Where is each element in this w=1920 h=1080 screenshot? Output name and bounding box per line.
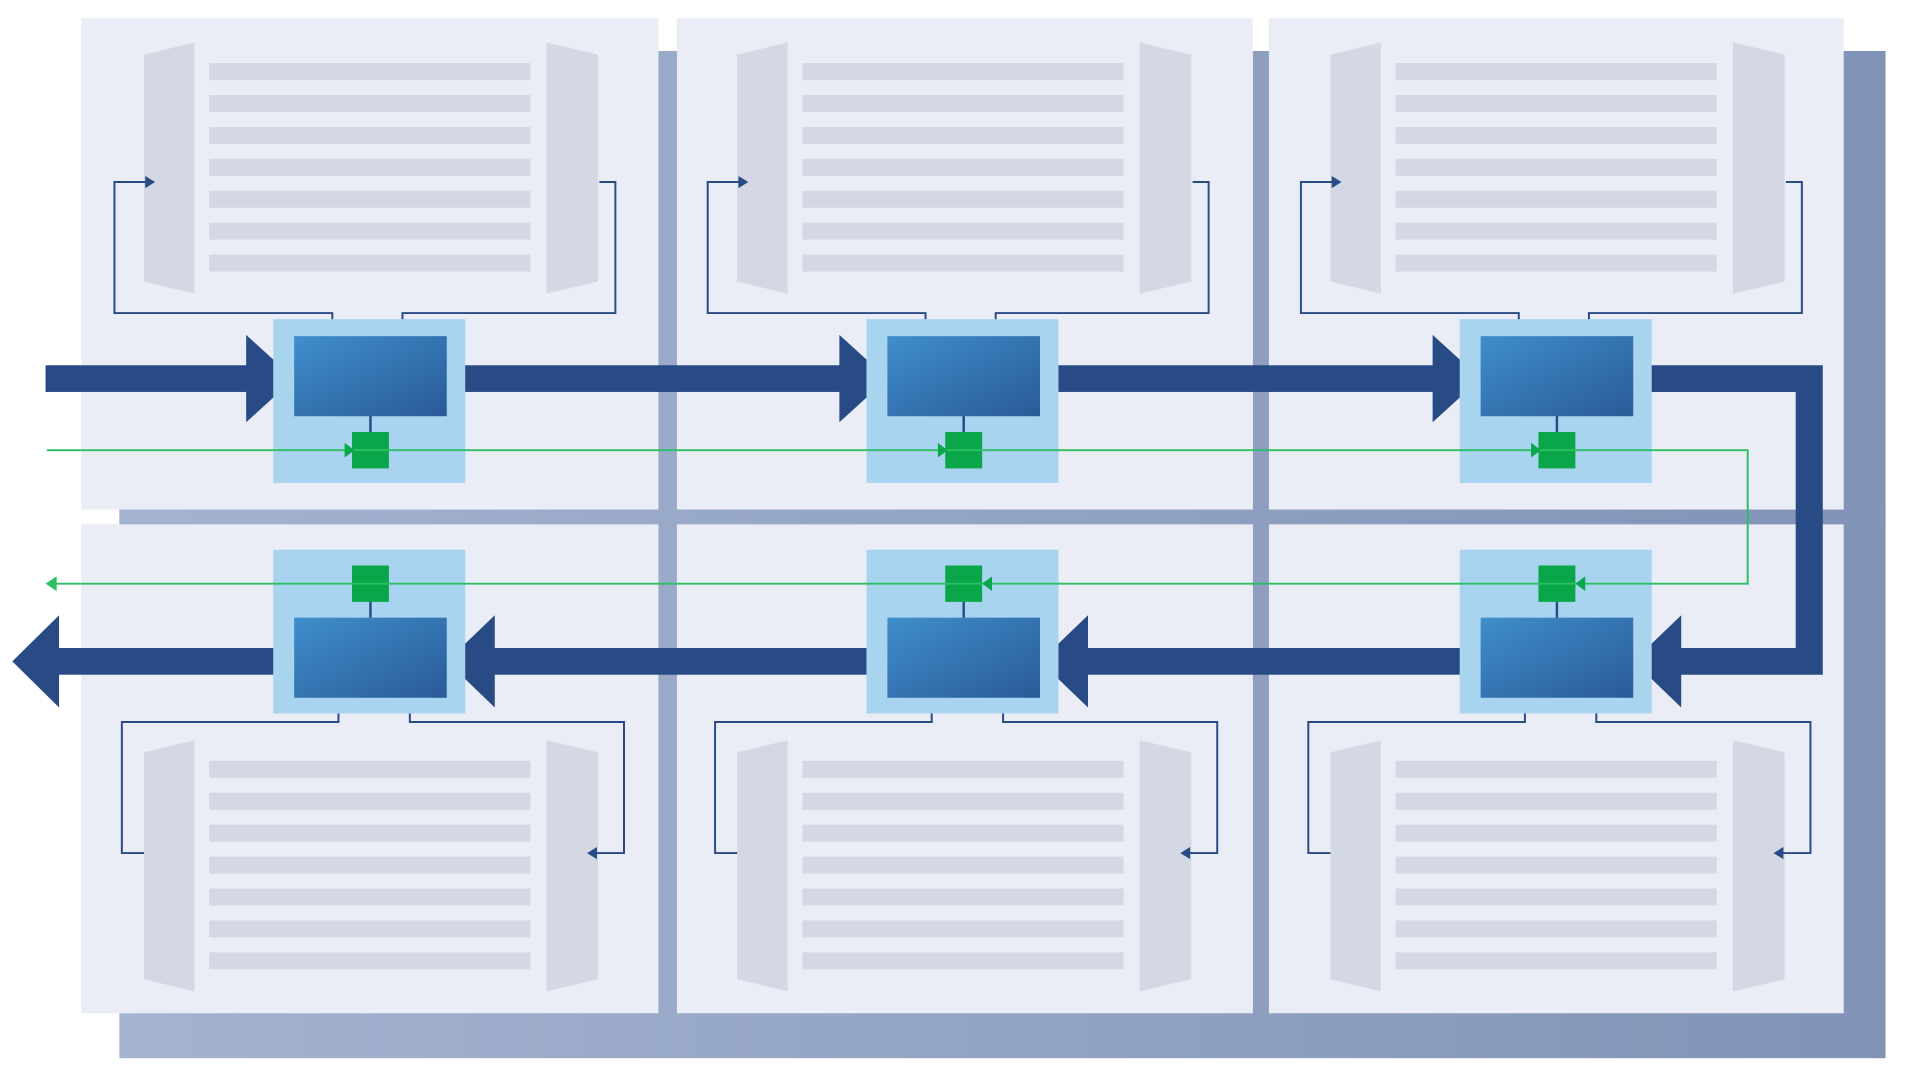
arrowhead-right-icon (1432, 334, 1481, 423)
control-line (46, 449, 1749, 585)
memory-module-left-edge (737, 42, 788, 294)
control-ring (45, 442, 1749, 591)
arrowhead-right-icon (344, 442, 355, 458)
memory-write-link (1587, 181, 1803, 328)
memory-bank-row (1395, 222, 1717, 240)
memory-bank-row (802, 254, 1124, 272)
memory-bank-row (1395, 792, 1717, 810)
arrow-left-icon (1180, 847, 1191, 860)
arrow-right-icon (738, 175, 749, 189)
arrow-right-icon (1331, 175, 1342, 189)
memory-bank-row (209, 920, 531, 938)
arrowhead-left-icon (982, 576, 992, 591)
memory-bank-row (1395, 254, 1717, 272)
router-core (294, 336, 447, 417)
memory-write-link (408, 697, 625, 855)
router-core (887, 336, 1040, 417)
memory-bank-row (802, 760, 1124, 778)
memory-bank-row (802, 824, 1124, 842)
memory-module-left-edge (1330, 740, 1381, 992)
memory-bank-row (1395, 920, 1717, 938)
memory-bank-row (1395, 856, 1717, 874)
tile-grid (81, 18, 1886, 1014)
memory-bank-row (1395, 190, 1717, 208)
router-core (887, 617, 1040, 698)
memory-bank-row (1395, 126, 1717, 144)
memory-bank-row (209, 952, 531, 970)
data-link (1040, 365, 1443, 392)
memory-module-right-edge (1139, 740, 1192, 992)
arrowhead-left-icon (1633, 615, 1682, 708)
memory-bank-row (802, 190, 1124, 208)
memory-bank-row (802, 888, 1124, 906)
memory-write-link (1595, 697, 1812, 855)
memory-read-link (714, 709, 933, 855)
memory-bank-row (209, 95, 531, 113)
memory-bank-row (209, 222, 531, 240)
arrowhead-right-icon (1531, 442, 1541, 458)
arrowhead-left-icon (446, 615, 495, 708)
memory-read-link (120, 709, 340, 855)
arrowhead-right-icon (839, 334, 888, 423)
memory-read-link (1307, 709, 1526, 855)
router-core (1480, 336, 1634, 417)
memory-module-left-edge (144, 42, 195, 294)
memory-bank-row (209, 158, 531, 176)
memory-bank-row (209, 856, 531, 874)
memory-module-right-edge (1139, 42, 1192, 294)
memory-bank-row (209, 792, 531, 810)
memory-bank-row (209, 824, 531, 842)
data-link-turnaround (1633, 365, 1823, 675)
arrowhead-left-icon (12, 615, 60, 708)
memory-bank-row (209, 63, 531, 81)
memory-module-left-edge (144, 740, 195, 992)
memory-module-left-edge (1330, 42, 1381, 294)
data-link (30, 648, 295, 675)
memory-bank-row (1395, 952, 1717, 970)
arrow-right-icon (145, 175, 156, 189)
memory-bank-row (802, 63, 1124, 81)
memory-bank-row (1395, 63, 1717, 81)
memory-module-right-edge (1732, 740, 1785, 992)
arrowhead-right-icon (246, 334, 295, 423)
memory-bank-row (209, 190, 531, 208)
memory-module-right-edge (546, 42, 599, 294)
memory-bank-row (209, 254, 531, 272)
memory-bank-row (802, 856, 1124, 874)
memory-module-left-edge (737, 740, 788, 992)
memory-bank-row (1395, 760, 1717, 778)
memory-write-link (994, 181, 1210, 328)
memory-bank-row (1395, 824, 1717, 842)
memory-bank-row (209, 888, 531, 906)
memory-bank-row (1395, 95, 1717, 113)
memory-bank-row (802, 222, 1124, 240)
memory-bank-row (802, 792, 1124, 810)
arrow-left-icon (1773, 847, 1784, 860)
memory-bank-row (802, 126, 1124, 144)
arrowhead-right-icon (937, 442, 948, 458)
memory-module-right-edge (546, 740, 599, 992)
memory-bank-row (802, 95, 1124, 113)
memory-write-link (1002, 697, 1219, 855)
memory-bank-row (802, 952, 1124, 970)
routers (273, 319, 1652, 714)
memory-bank-row (209, 126, 531, 144)
memory-bank-row (1395, 888, 1717, 906)
arrowhead-left-icon (1575, 576, 1586, 591)
arrowhead-left-icon (45, 576, 57, 591)
memory-bank-row (802, 920, 1124, 938)
data-link (446, 365, 850, 392)
row-divider (119, 509, 1886, 525)
arrow-left-icon (587, 847, 597, 860)
memory-module-right-edge (1732, 42, 1785, 294)
memory-bank-row (1395, 158, 1717, 176)
router-core (294, 617, 447, 698)
data-link (45, 365, 259, 392)
memory-bank-row (802, 158, 1124, 176)
memory-write-link (401, 181, 617, 328)
router-core (1480, 617, 1634, 698)
arrowhead-left-icon (1040, 615, 1088, 708)
memory-bank-row (209, 760, 531, 778)
